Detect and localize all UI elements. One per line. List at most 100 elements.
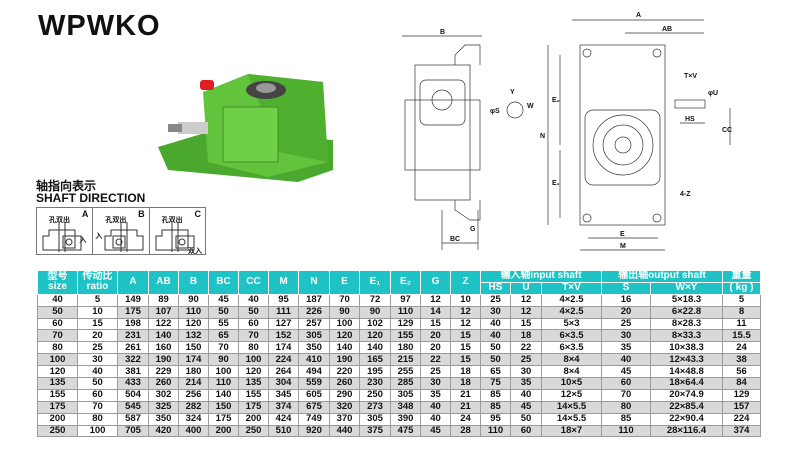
table-cell: 175 [37, 400, 78, 414]
table-cell: 30 [77, 353, 118, 367]
table-cell: 25 [510, 353, 542, 367]
table-cell: 381 [117, 365, 149, 379]
table-cell: 50 [37, 305, 78, 319]
table-cell: 305 [359, 412, 391, 426]
table-cell: 155 [238, 388, 269, 402]
table-cell: 440 [329, 424, 360, 438]
label-HS: HS [685, 116, 695, 123]
table-cell: 290 [329, 388, 360, 402]
header-CC: CC [238, 270, 269, 295]
table-cell: 35 [420, 388, 451, 402]
label-A: A [636, 12, 641, 19]
table-cell: 6×22.8 [650, 305, 723, 319]
table-cell: 60 [37, 317, 78, 331]
table-cell: 215 [390, 353, 421, 367]
table-cell: 305 [298, 329, 330, 343]
table-cell: 260 [148, 377, 179, 390]
option-letter: B [138, 209, 145, 219]
table-cell: 30 [601, 329, 651, 343]
label-E1: E₁ [552, 180, 560, 187]
header-Z: Z [450, 270, 481, 295]
table-cell: 12 [420, 293, 451, 307]
table-cell: 60 [77, 388, 118, 402]
table-cell: 410 [298, 353, 330, 367]
table-cell: 200 [208, 424, 239, 438]
table-cell: 89 [148, 293, 179, 307]
table-cell: 70 [601, 388, 651, 402]
table-cell: 80 [601, 400, 651, 414]
input-label: 入 [79, 237, 87, 244]
label-TV: T×V [684, 73, 697, 80]
table-cell: 200 [238, 412, 269, 426]
table-cell: 40 [480, 329, 511, 343]
table-cell: 190 [329, 353, 360, 367]
table-cell: 20 [420, 329, 451, 343]
table-cell: 11 [722, 317, 761, 331]
table-cell: 140 [208, 388, 239, 402]
label-BC: BC [450, 236, 460, 243]
product-title: WPWKO [38, 10, 161, 42]
table-cell: 60 [601, 377, 651, 390]
table-cell: 14 [420, 305, 451, 319]
table-cell: 195 [359, 365, 391, 379]
table-cell: 264 [268, 365, 299, 379]
table-cell: 20 [420, 341, 451, 355]
table-cell: 40 [420, 400, 451, 414]
table-cell: 40 [420, 412, 451, 426]
table-cell: 40 [37, 293, 78, 307]
table-cell: 424 [268, 412, 299, 426]
table-cell: 149 [117, 293, 149, 307]
input-label: 入 [95, 233, 103, 240]
table-cell: 45 [420, 424, 451, 438]
table-cell: 12 [450, 317, 481, 331]
gearbox-icon [104, 222, 144, 252]
table-cell: 72 [359, 293, 391, 307]
shaft-direction-title-en: SHAFT DIRECTION [36, 191, 146, 205]
table-cell: 749 [298, 412, 330, 426]
table-cell: 8×33.3 [650, 329, 723, 343]
table-cell: 84 [722, 377, 761, 390]
table-cell: 510 [268, 424, 299, 438]
header-TV: T×V [541, 281, 602, 295]
shaft-direction-diagrams: A 孔双出 入 B 孔双出 入 C 孔双出 双入 [36, 207, 206, 255]
shaft-direction-a: A 孔双出 入 [37, 208, 94, 254]
table-cell: 90 [329, 305, 360, 319]
table-cell: 120 [37, 365, 78, 379]
table-cell: 110 [390, 305, 421, 319]
table-cell: 20 [77, 329, 118, 343]
table-cell: 370 [329, 412, 360, 426]
table-cell: 165 [359, 353, 391, 367]
table-cell: 97 [390, 293, 421, 307]
table-cell: 127 [268, 317, 299, 331]
table-cell: 120 [329, 329, 360, 343]
table-cell: 5 [722, 293, 761, 307]
label-B: B [440, 29, 445, 36]
label-E: E [620, 231, 625, 238]
table-cell: 30 [420, 377, 451, 390]
header-N: N [298, 270, 330, 295]
header-input-shaft: 输入轴input shaft [480, 270, 602, 283]
table-cell: 40 [238, 293, 269, 307]
table-cell: 80 [238, 341, 269, 355]
table-cell: 100 [37, 353, 78, 367]
table-cell: 24 [722, 341, 761, 355]
table-cell: 175 [117, 305, 149, 319]
table-cell: 95 [268, 293, 299, 307]
table-cell: 250 [359, 388, 391, 402]
label-CC: CC [722, 127, 732, 134]
table-cell: 35 [601, 341, 651, 355]
header-E1: E₁ [359, 270, 391, 295]
table-cell: 30 [480, 305, 511, 319]
table-cell: 22 [420, 353, 451, 367]
table-cell: 675 [298, 400, 330, 414]
table-cell: 12×5 [541, 388, 602, 402]
table-cell: 90 [208, 353, 239, 367]
table-cell: 152 [268, 329, 299, 343]
label-4Z: 4-Z [680, 191, 691, 198]
table-cell: 120 [359, 329, 391, 343]
table-cell: 229 [148, 365, 179, 379]
